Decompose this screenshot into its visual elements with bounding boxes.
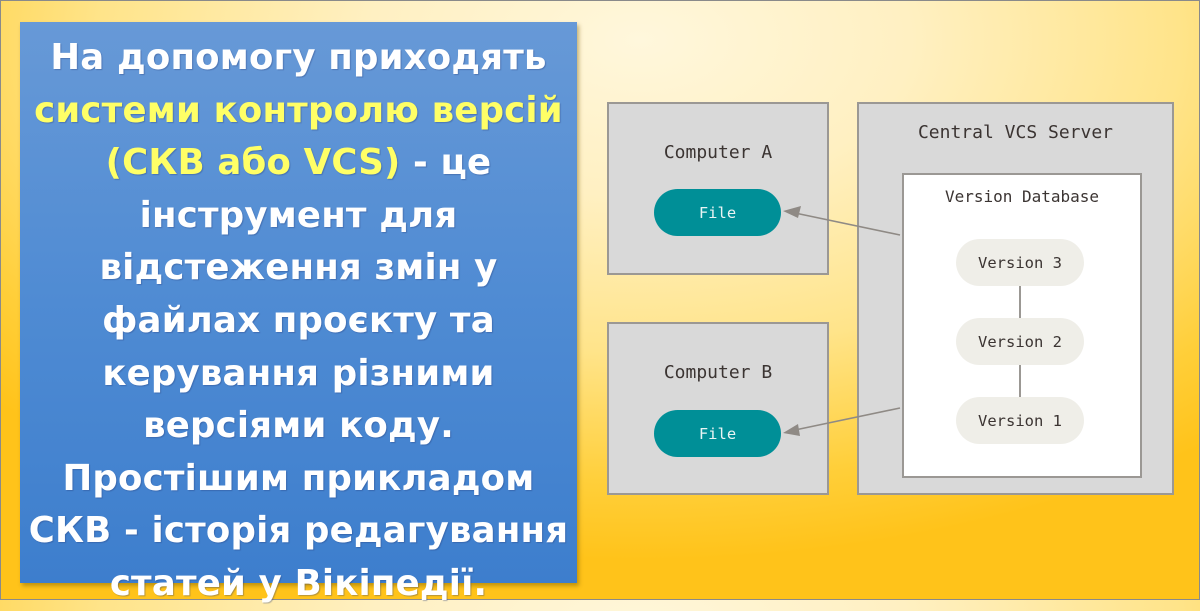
computer-a-box: Computer A File [607,102,829,275]
server-title: Central VCS Server [917,122,1114,143]
version-link-line [1019,286,1021,319]
version-label: Version 3 [978,253,1062,272]
text-segment: На допомогу приходять [50,37,547,78]
computer-b-box: Computer B File [607,322,829,495]
text-segment: відстеження змін у [99,247,498,289]
file-label: File [698,203,737,222]
highlighted-term: (СКВ або VCS) [105,142,401,184]
text-line: файлах проєкту та [102,295,495,348]
computer-b-title: Computer B [663,362,773,383]
file-label: File [698,424,737,443]
text-line: відстеження змін у [99,242,497,295]
text-segment: - це [400,142,492,184]
text-line: Простішим прикладом [63,453,535,506]
text-segment: статей у Вікіпедії. [109,562,488,604]
text-line: версіями коду. [143,400,454,453]
text-segment: керування різними [102,352,495,394]
computer-a-file-node: File [654,189,781,236]
version-label: Version 1 [978,411,1062,430]
text-line: (СКВ або VCS) - це [106,137,492,190]
version-link-line [1019,365,1021,398]
version-2-node: Version 2 [956,318,1084,365]
text-segment: СКВ - історія редагування [28,510,569,552]
text-line: керування різними [102,348,494,401]
text-segment: версіями коду. [143,405,454,447]
highlighted-term: системи контролю версій [34,89,563,131]
version-label: Version 2 [978,332,1062,351]
text-segment: інструмент для [139,194,458,236]
version-database-box: Version Database Version 3 Version 2 Ver… [902,173,1142,478]
text-line: СКВ - історія редагування [29,505,569,558]
text-line: статей у Вікіпедії. [110,558,487,611]
version-1-node: Version 1 [956,397,1084,444]
computer-a-title: Computer A [663,142,773,163]
text-segment: файлах проєкту та [102,299,495,341]
text-line: інструмент для [140,190,458,243]
text-line: системи контролю версій [34,85,563,138]
description-text-panel: На допомогу приходять системи контролю в… [20,22,577,604]
text-segment: Простішим прикладом [62,457,535,499]
central-vcs-server-box: Central VCS Server Version Database Vers… [857,102,1174,495]
computer-b-file-node: File [654,410,781,457]
version-3-node: Version 3 [956,239,1084,286]
text-line: На допомогу приходять [50,32,546,85]
version-database-title: Version Database [944,187,1100,206]
